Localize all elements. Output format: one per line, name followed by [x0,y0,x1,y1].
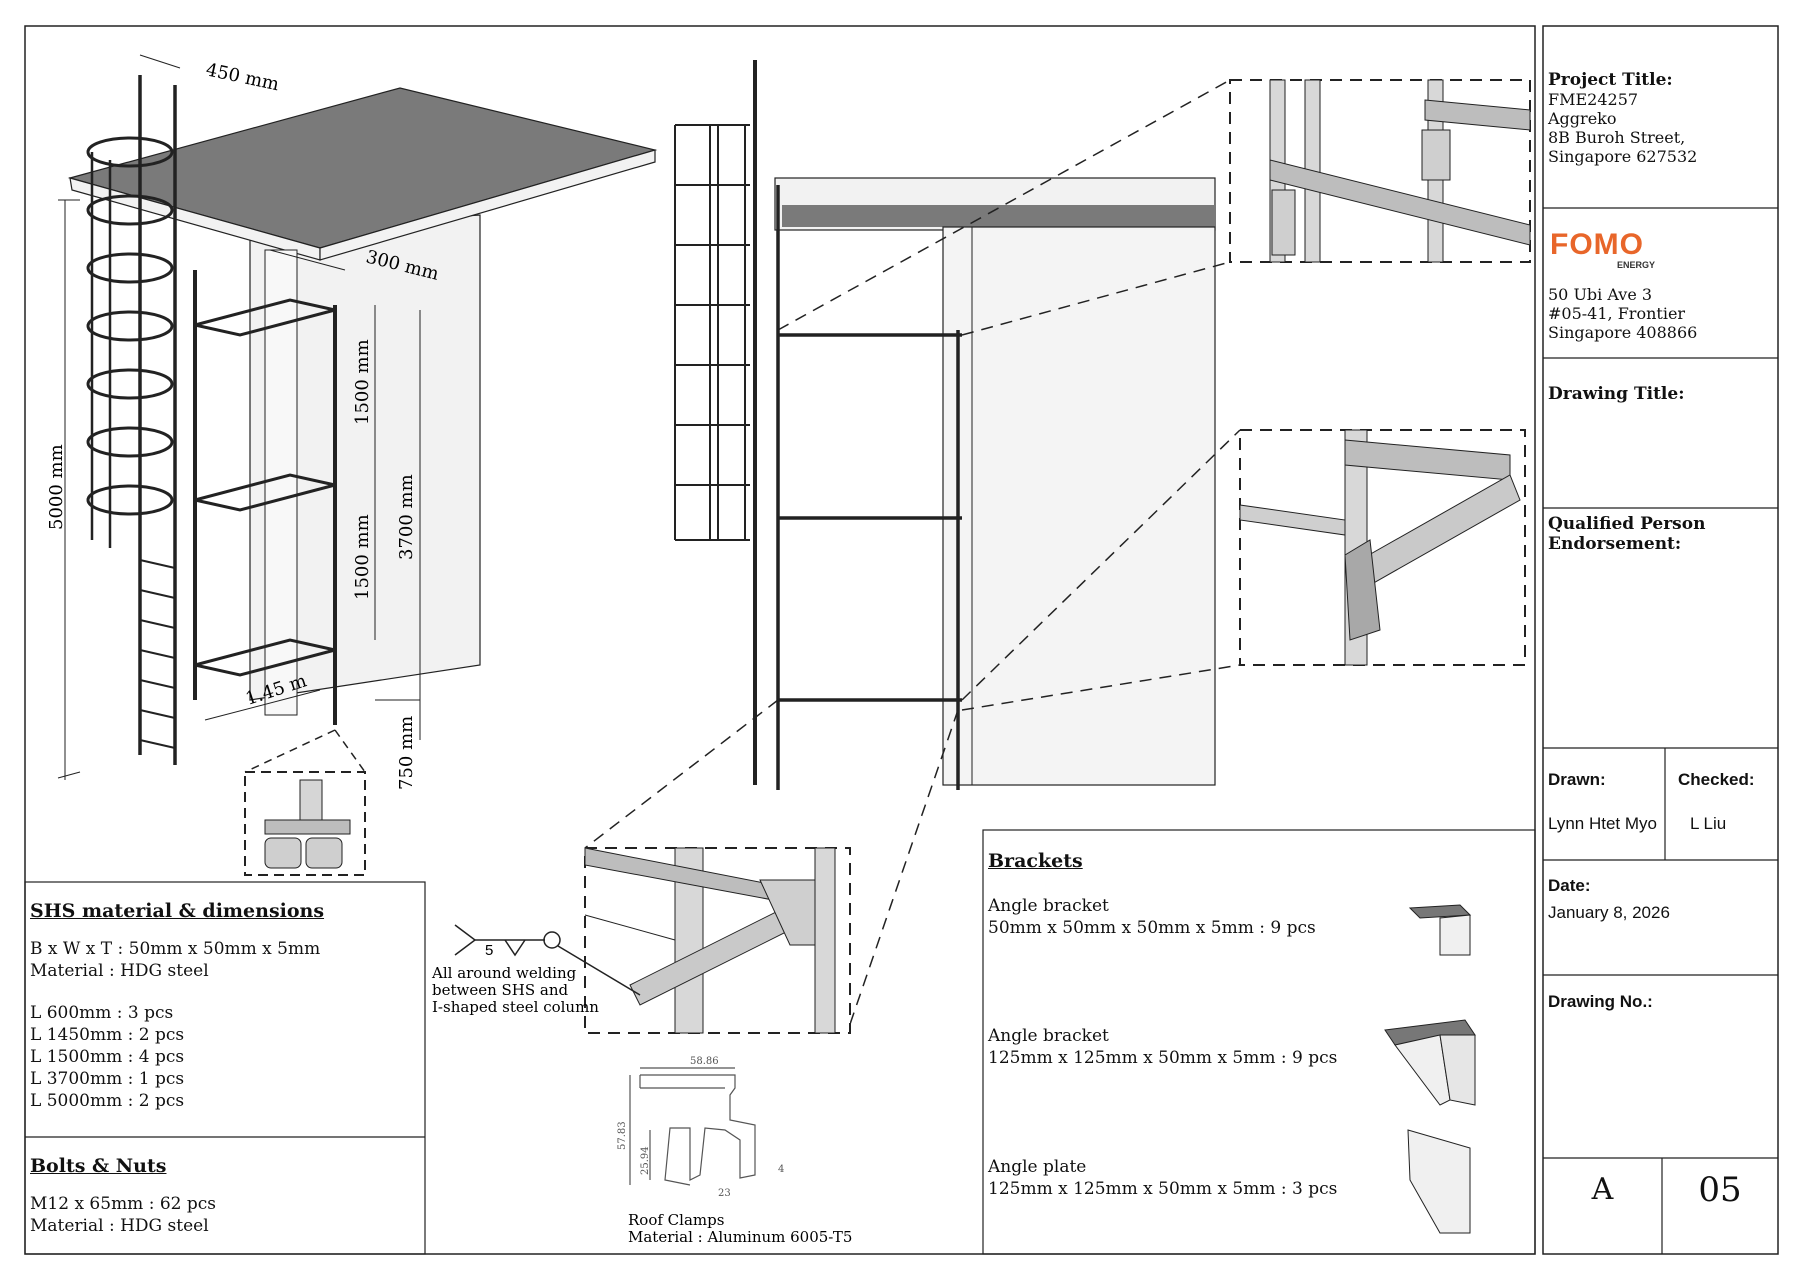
elev-cage [674,124,750,541]
brackets-section: Brackets Angle bracket 50mm x 50mm x 50m… [988,850,1388,1199]
svg-text:between SHS and: between SHS and [432,981,569,999]
dim-750: 750 mm [396,716,417,790]
weld-size: 5 [485,942,493,959]
logo-subtext: ENERGY [1616,260,1655,270]
brackets-panel-border [982,829,1536,1255]
clamp-detail-inset [244,771,366,876]
dim-1500-lower: 1500 mm [352,514,373,600]
logo-text: FOMO [1550,228,1644,261]
elev-wall [942,226,1216,786]
brackets-title: Brackets [988,850,1083,872]
shs-lines: B x W x T : 50mm x 50mm x 5mm Material :… [30,939,321,1111]
clamp-dims: 58.86 57.83 25.94 23 4 [617,1056,784,1199]
drawing-no-label: Drawing No.: [1548,992,1653,1011]
clamp-caption: Roof Clamps Material : Aluminum 6005-T5 [628,1211,852,1246]
shs-panel-border [24,881,426,1255]
bracket-item-2: Angle bracket 125mm x 125mm x 50mm x 5mm… [988,1026,1338,1068]
weld-symbol [454,924,641,996]
detail-inset-middle [1239,429,1526,666]
detail-callout-lines [584,79,1241,1031]
shs-section: SHS material & dimensions B x W x T : 50… [30,900,420,1112]
isometric-view: 450 mm 300 mm 5000 mm 1500 mm 1500 mm 37… [46,54,658,790]
svg-text:4: 4 [778,1164,784,1175]
title-block-border [1542,25,1779,1255]
iso-roof-side-edge [319,149,656,261]
elevation-view [674,60,1216,790]
qp-endorsement-label: Qualified Person Endorsement: [1548,514,1706,554]
iso-cage-vertical-bars [90,152,112,548]
drawn-value: Lynn Htet Myo [1548,814,1657,833]
date-value: January 8, 2026 [1548,903,1670,922]
dim-5000: 5000 mm [46,444,67,530]
main-frame-border [24,25,1536,1255]
svg-text:57.83: 57.83 [617,1121,628,1150]
elev-frame [776,185,962,790]
elev-roof-dark [782,205,1215,227]
weld-note: All around welding between SHS and I-sha… [431,964,599,1016]
iso-ladder-rungs [139,559,176,749]
iso-roof-top [67,87,658,249]
svg-text:23: 23 [718,1188,731,1199]
bolts-section: Bolts & Nuts M12 x 65mm : 62 pcs Materia… [30,1155,420,1237]
company-address: 50 Ubi Ave 3 #05-41, Frontier Singapore … [1548,285,1698,342]
angle-bracket-small-icon [1408,904,1472,956]
company-logo: FOMO ENERGY [1550,228,1670,271]
iso-cage-hoops [86,136,174,516]
roof-clamp-profile [629,1067,756,1186]
revision-letter: A [1591,1172,1614,1207]
svg-text:25.94: 25.94 [640,1146,651,1175]
drawn-label: Drawn: [1548,770,1606,789]
svg-text:Material : Aluminum 6005-T5: Material : Aluminum 6005-T5 [628,1228,852,1246]
svg-text:Roof Clamps: Roof Clamps [628,1211,724,1229]
project-title-label: Project Title: [1548,70,1673,90]
bolts-title: Bolts & Nuts [30,1155,167,1177]
detail-inset-upper [1229,79,1531,263]
shs-title: SHS material & dimensions [30,900,325,922]
svg-text:58.86: 58.86 [690,1056,719,1067]
svg-text:I-shaped steel column: I-shaped steel column [432,998,599,1016]
checked-label: Checked: [1678,770,1755,789]
sheet-number: 05 [1698,1170,1742,1210]
checked-value: L Liu [1690,814,1727,833]
project-lines: FME24257 Aggreko 8B Buroh Street, Singap… [1548,90,1698,166]
angle-plate-icon [1407,1129,1471,1234]
title-block-grid [1543,207,1778,1254]
date-label: Date: [1548,876,1591,895]
angle-bracket-large-icon [1384,1019,1476,1106]
detail-inset-weld [584,847,851,1034]
bracket-item-1: Angle bracket 50mm x 50mm x 50mm x 5mm :… [988,896,1316,938]
project-title-block: Project Title: FME24257 Aggreko 8B Buroh… [1548,70,1773,166]
dim-1500-upper: 1500 mm [352,339,373,425]
drawing-title-label: Drawing Title: [1548,384,1685,404]
iso-frame-rails [194,298,336,677]
svg-text:All around welding: All around welding [431,964,577,982]
iso-dimension-lines [57,54,421,780]
dim-3700: 3700 mm [396,474,417,560]
dim-450: 450 mm [204,59,281,95]
clamp-detail-leader [244,729,336,773]
bracket-item-3: Angle plate 125mm x 125mm x 50mm x 5mm :… [988,1157,1338,1199]
